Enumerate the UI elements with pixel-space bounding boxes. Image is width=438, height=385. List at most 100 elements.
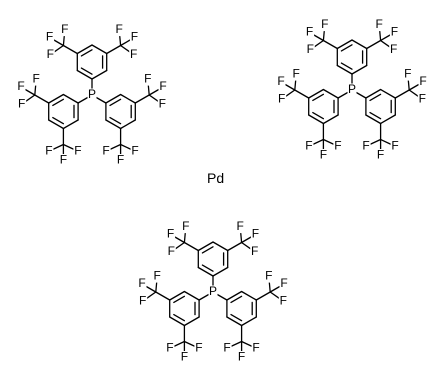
ligand-0-aryl-2-cf3-0-fluorine-1: F [159,79,166,93]
ligand-2-aryl-0-cf3-0-cf-bond-1 [174,236,186,244]
ligand-1-aryl-2-cf3-1-cf-bond-0 [379,138,392,145]
ligand-2-aryl-1-cf3-1-fluorine-1: F [138,276,145,290]
ligand-1-aryl-0-cf3-1-cf-bond-0 [378,28,382,42]
ligand-2-aryl-2-ring-bond-1 [240,290,257,301]
ligand-1-aryl-2-cf3-1-fluorine-2-background [361,139,371,153]
ligand-1-aryl-1-cf3-0-fluorine-1-background [318,149,328,162]
ligand-0-aryl-0-cf3-1-fluorine-2: F [130,47,137,61]
ligand-1-aryl-2-cf3-0-fluorine-2-background [417,92,427,106]
ligand-1-aryl-2-cf3-1-fluorine-0: F [391,138,398,152]
ligand-1-aryl-0-cf3-0-fluorine-0-background [305,43,315,57]
ligand-2-aryl-1-cf3-1-fluorine-2: F [154,268,161,282]
ligand-0-aryl-1-cf3-0-fluorine-0-background [73,144,83,158]
ligand-0-aryl-0-cf3-1-cf3-bond [106,44,122,55]
ligand-0-aryl-2-cf3-0-fluorine-0-background [143,72,153,86]
ligand-0-aryl-1-cf3-0-cf-bond-2 [52,143,65,150]
ligand-1-aryl-1-cf3-1-cf-bond-2 [294,78,297,91]
ligand-1-aryl-1-cf3-0-fluorine-2-background [304,139,314,153]
ligand-2-aryl-0-cf3-1-fluorine-2-background [250,245,260,259]
ligand-1-aryl-1-cf3-1-fluorine-2: F [293,66,300,80]
ligand-2-aryl-1-cf3-0-fluorine-1-background [179,351,189,364]
ligand-1-aryl-1-ring-double-4 [312,93,325,102]
ligand-0-aryl-2-ring-bond-4 [105,119,122,130]
ligand-2-aryl-2-cf3-0-cf-bond-1 [269,285,281,293]
ligand-0-aryl-2-ring-double-0 [109,98,122,107]
ligand-2-aryl-1-cf3-1-cf-bond-1 [145,285,157,293]
ligand-2-aryl-2-cf3-1-fluorine-2: F [223,340,230,354]
ligand-0-aryl-1-cf3-1-fluorine-0: F [18,96,25,110]
ligand-0-aryl-0-cf3-1-cf-bond-2 [119,44,131,53]
ligand-2-aryl-1-cf3-0-fluorine-2: F [166,340,173,354]
ligand-1-aryl-1-cf3-0-fluorine-2: F [305,138,312,152]
ligand-2-aryl-1-cf3-1-fluorine-0-background [138,294,148,308]
ligand-0-aryl-2-ring-double-4 [109,116,122,125]
ligand-0-aryl-0-cf3-1-fluorine-2-background [129,48,139,62]
ligand-1-phosphorus-background [347,83,357,97]
ligand-1-aryl-1-cf3-0-cf-bond-0 [322,138,335,145]
ligand-2-aryl-0-cf3-0-fluorine-0: F [168,244,175,258]
ligand-2-aryl-2-cf3-1-cf-bond-2 [230,340,243,347]
ligand-0-aryl-2-cf3-0-cf-bond-0 [147,83,150,96]
ligand-1-aryl-2-ring-bond-4 [365,114,382,125]
ligand-1-aryl-2-cf3-1-fluorine-0-background [390,139,400,153]
ligand-1-aryl-2-cf3-0-cf-bond-0 [407,78,410,91]
ligand-1-aryl-2-cf3-0-fluorine-2: F [419,91,426,105]
ligand-2-aryl-0-ring-bond-0 [197,266,214,277]
ligand-2-aryl-1-ring-double-2 [173,313,186,322]
ligand-1-aryl-0-cf3-0-fluorine-1-background [305,26,315,39]
ligand-0-aryl-0-ring-bond-2 [76,44,93,55]
ligand-0-phosphorus-background [87,88,97,102]
ligand-2-aryl-2-cf3-0-cf-bond-2 [269,291,280,299]
ligand-0-aryl-1-ring-bond-1 [62,119,79,130]
ligand-2-aryl-1-cf3-0-fluorine-2-background [165,341,175,355]
ligand-2-aryl-2-cf3-0-fluorine-1: F [280,276,287,290]
ligand-0-aryl-1-cf3-1-cf-bond-2 [34,83,37,96]
ligand-1-aryl-1-cf3-0-fluorine-0: F [334,138,341,152]
ligand-2-aryl-0-ring-bond-5 [212,266,229,277]
ligand-0-aryl-2-ring-bond-0 [105,93,122,104]
ligand-2-aryl-1-cf3-1-fluorine-1-background [137,277,147,291]
ligand-0-aryl-1-cf3-1-fluorine-1-background [16,80,26,94]
ligand-0-aryl-2-cf3-0-cf3-bond [134,94,150,104]
ligand-1-aryl-0-cf3-1-fluorine-2-background [389,43,399,57]
ligand-0-aryl-2-cf3-0-fluorine-1-background [158,80,168,94]
ligand-1-aryl-1-cf3-1-cf-bond-1 [284,83,296,91]
ligand-0-aryl-1-cf3-1-cf-bond-0 [25,94,36,102]
ligand-0-aryl-2-cf3-1-fluorine-0: F [131,143,138,157]
ligand-1-aryl-2-cf3-1-cf-bond-2 [369,138,382,145]
ligand-0-aryl-2-ring-bond-3 [119,119,136,130]
ligand-1-phosphorus: P [348,82,356,96]
ligand-2-aryl-2-cf3-0-cf-bond-0 [268,280,271,293]
ligand-1-aryl-2-cf3-1-fluorine-1-background [376,149,386,162]
ligand-0-aryl-2-cf3-0-cf-bond-2 [148,94,159,102]
ligand-2-aryl-0-cf3-0-fluorine-1: F [167,227,174,241]
ligand-2-aryl-1-ring-bond-5 [183,290,200,301]
ligand-2-aryl-1-cf3-0-fluorine-0-background [194,341,204,355]
ligand-2-aryl-1-cf3-1-cf-bond-2 [155,280,158,293]
ligand-0-aryl-1-cf3-0-fluorine-0: F [74,143,81,157]
ligand-0-aryl-2-cf3-1-cf-bond-2 [109,143,122,150]
ligand-1-aryl-1-cf3-1-cf-bond-0 [285,89,296,97]
ligand-1-aryl-0-ring-double-2 [340,44,353,52]
ligand-0-aryl-0-cf3-0-fluorine-1-background [45,31,55,44]
ligand-0-aryl-0-ring-bond-0 [76,69,93,80]
ligand-1-aryl-0-cf3-0-fluorine-2: F [321,17,328,31]
ligand-0-aryl-2-cf3-0-cf-bond-1 [148,88,160,96]
ligand-0-aryl-1-cf3-0-fluorine-2-background [44,144,54,158]
ligand-1-aryl-1-cf3-1-fluorine-0-background [277,92,287,106]
ligand-2-aryl-1-ring-bond-2 [169,316,186,327]
ligand-2-phosphorus-background [208,285,218,299]
ligand-0-aryl-1-cf3-0-cf-bond-0 [62,143,75,150]
ligand-0-aryl-2-ring-bond-1 [119,93,136,104]
ligand-0-aryl-0-cf3-0-fluorine-0: F [47,47,54,61]
ligand-0-aryl-1-cf3-1-fluorine-2: F [33,71,40,85]
ligand-1-aryl-1-ring-bond-1 [322,114,339,125]
ligand-1-aryl-1-cf3-0-fluorine-0-background [333,139,343,153]
ligand-0-aryl-0-cf3-0-fluorine-2: F [61,22,68,36]
ligand-2-aryl-0-cf3-1-fluorine-2: F [251,244,258,258]
ligand-1-aryl-2-cf3-0-cf-bond-1 [408,83,420,91]
ligand-0-aryl-1-cf3-0-fluorine-1: F [60,153,67,167]
ligand-1-aryl-0-ring-double-0 [340,62,353,70]
ligand-0-aryl-0-cf3-0-fluorine-0-background [45,48,55,62]
